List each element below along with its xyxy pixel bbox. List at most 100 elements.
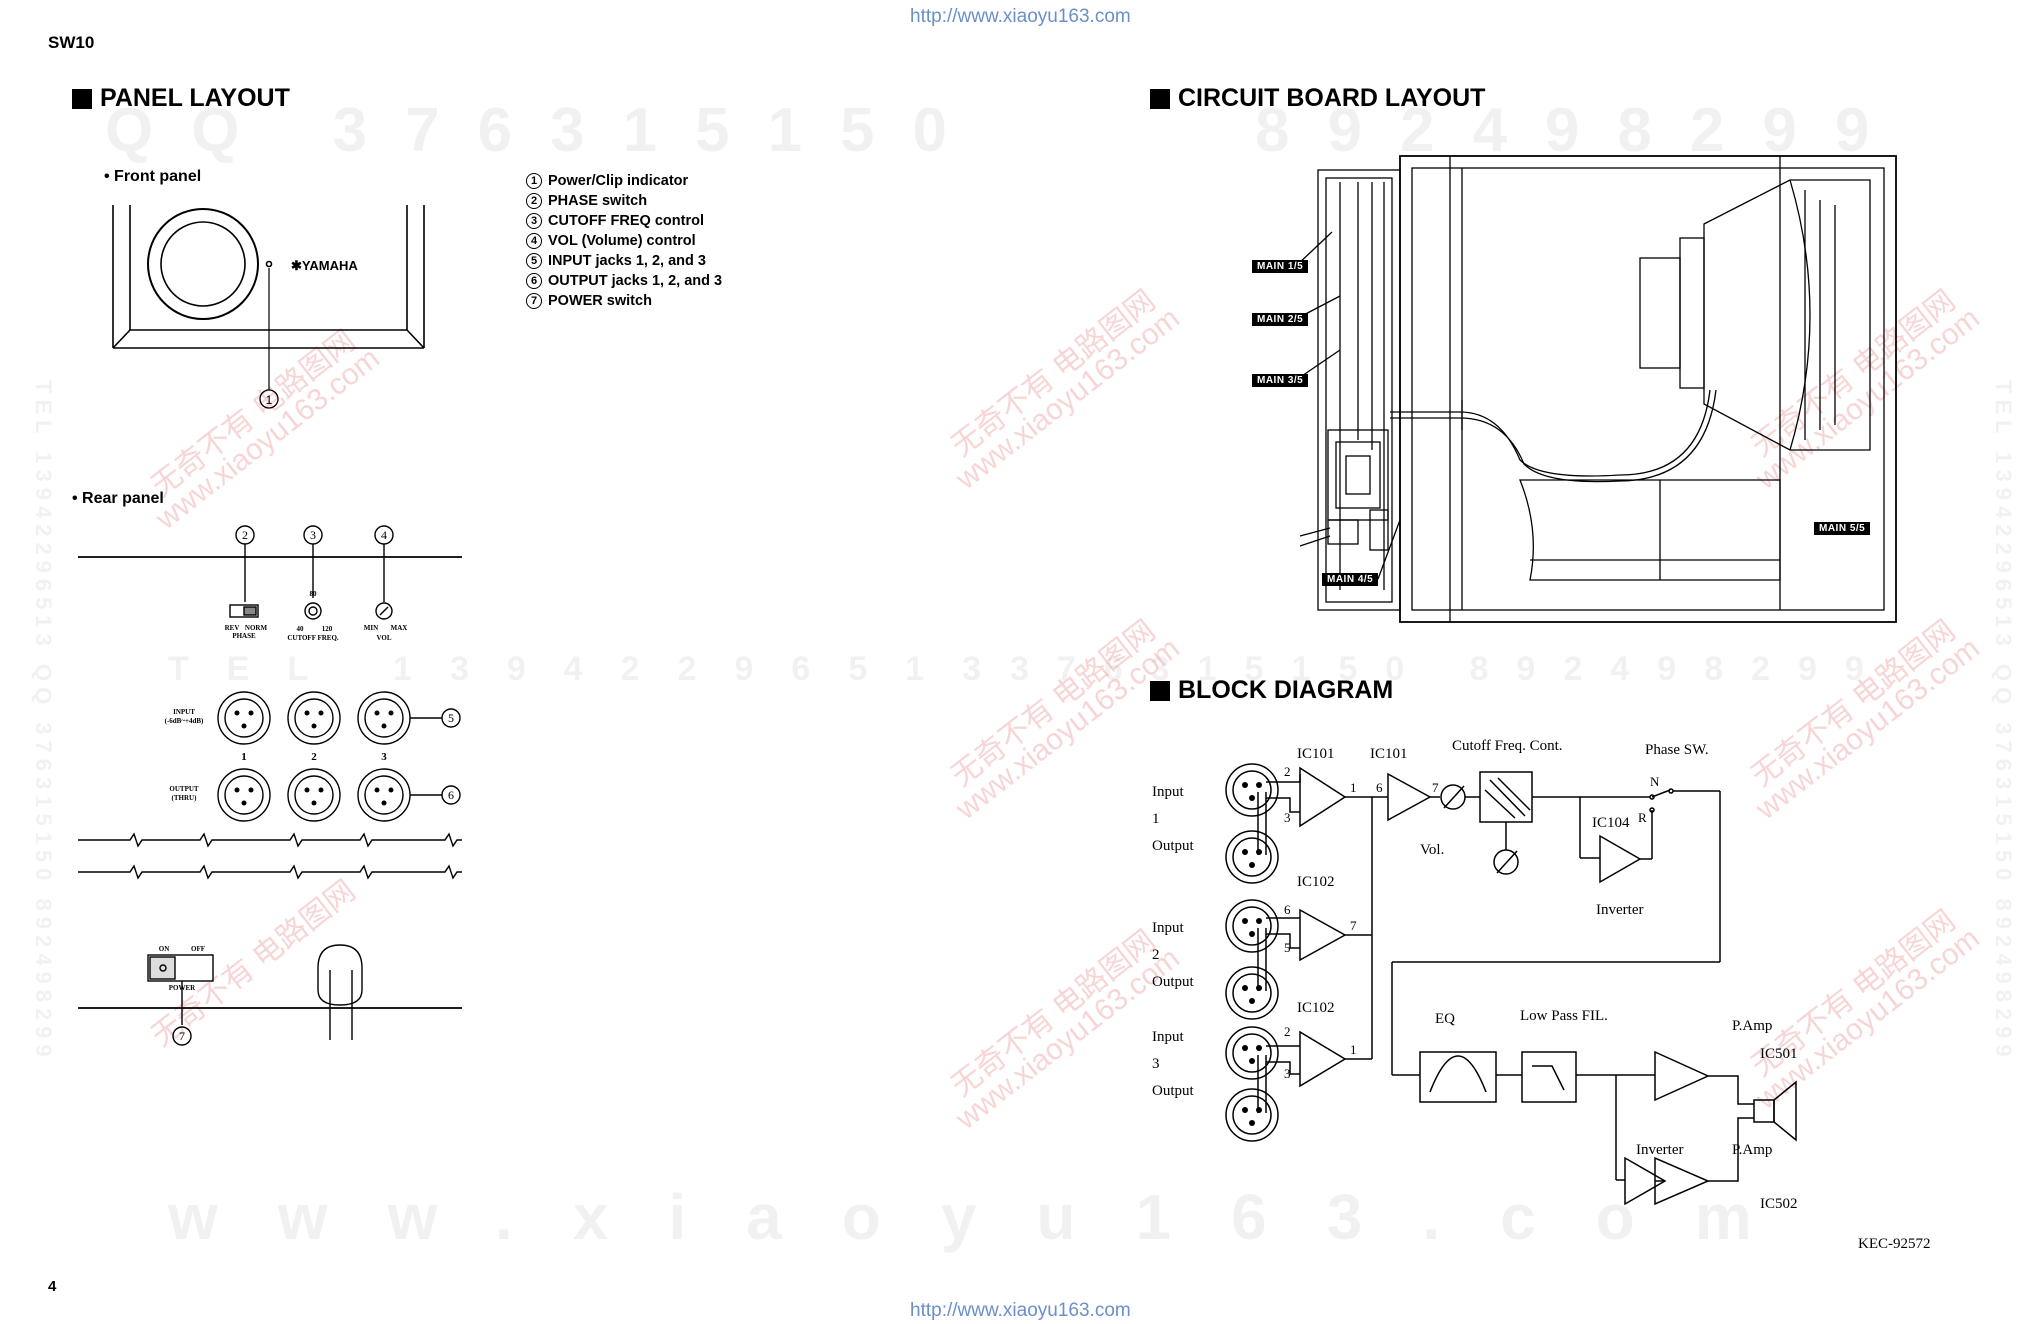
input-1-label: Input (1152, 784, 1184, 800)
board-tag-main-1: MAIN 1/5 (1252, 260, 1309, 273)
input-label: INPUT (173, 708, 195, 716)
output-thru-label: (THRU) (172, 794, 198, 802)
power-on-label: ON (159, 945, 170, 953)
pamp-label-b: P.Amp (1732, 1142, 1772, 1158)
catalog-code: KEC-92572 (1858, 1236, 1931, 1252)
jack-number: 2 (311, 751, 317, 763)
freq-top-label: 80 (310, 590, 318, 598)
pin-label: 7 (1432, 780, 1439, 795)
block-diagram-title-text: BLOCK DIAGRAM (1178, 676, 1394, 704)
watermark-site: www.xiaoyu163.com (168, 1181, 1812, 1253)
vol-min-label: MIN (364, 624, 378, 632)
pamp-label-a: P.Amp (1732, 1018, 1772, 1034)
callout-2: 2 (242, 528, 248, 542)
input-range-label: (-6dB~+4dB) (165, 717, 204, 725)
legend-number: 6 (526, 273, 542, 289)
inverter-label-b: Inverter (1636, 1142, 1683, 1158)
legend-item: 7 POWER switch (526, 291, 722, 311)
channel-2-num: 2 (1152, 947, 1160, 963)
board-tag-main-4: MAIN 4/5 (1322, 573, 1379, 586)
legend-item: 3 CUTOFF FREQ control (526, 211, 722, 231)
legend-number: 3 (526, 213, 542, 229)
input-2-label: Input (1152, 920, 1184, 936)
phase-sw-label: Phase SW. (1645, 742, 1709, 758)
callout-3: 3 (310, 528, 316, 542)
front-panel-label: • Front panel (104, 168, 202, 185)
watermark-side-right: TEL 13942296513 QQ 376315150 892498299 (1991, 380, 2016, 1063)
board-tag-main-5: MAIN 5/5 (1814, 522, 1871, 535)
legend-number: 1 (526, 173, 542, 189)
output-3-label: Output (1152, 1083, 1195, 1099)
circuit-board-drawing (1295, 155, 1897, 623)
pin-label: 3 (1284, 1066, 1291, 1081)
circuit-board-title: CIRCUIT BOARD LAYOUT (1150, 84, 1485, 113)
ic102-label-a: IC102 (1297, 874, 1335, 890)
callout-6: 6 (448, 788, 454, 802)
watermark-qq-right: 892498299 (1255, 96, 1908, 165)
legend-item: 2 PHASE switch (526, 191, 722, 211)
legend-number: 5 (526, 253, 542, 269)
legend-text: VOL (Volume) control (548, 233, 696, 249)
phase-rev-label: REV (225, 624, 240, 632)
watermark-qq: QQ 376315150 (105, 96, 986, 165)
legend-text: PHASE switch (548, 193, 648, 209)
ic101-label-b: IC101 (1370, 746, 1408, 762)
legend-text: CUTOFF FREQ control (548, 213, 705, 229)
legend-text: POWER switch (548, 293, 652, 309)
block-diagram: Input 1 Output Input 2 Output Input 3 Ou… (1152, 738, 1798, 1210)
channel-1-num: 1 (1152, 811, 1160, 827)
legend-number: 2 (526, 193, 542, 209)
vol-label: Vol. (1420, 842, 1444, 858)
output-label: OUTPUT (169, 785, 199, 793)
pin-label: 5 (1284, 940, 1291, 955)
legend-number: 4 (526, 233, 542, 249)
output-2-label: Output (1152, 974, 1195, 990)
vol-max-label: MAX (391, 624, 408, 632)
lpf-label: Low Pass FIL. (1520, 1008, 1608, 1024)
ic101-label-a: IC101 (1297, 746, 1335, 762)
cutoff-label: Cutoff Freq. Cont. (1452, 738, 1563, 754)
section-bullet (72, 88, 92, 109)
section-bullet (1150, 680, 1170, 701)
inverter-label-a: Inverter (1596, 902, 1643, 918)
jack-number: 3 (381, 751, 387, 763)
pin-label: 6 (1376, 780, 1383, 795)
ic102-label-b: IC102 (1297, 1000, 1335, 1016)
callout-7: 7 (179, 1029, 185, 1043)
freq-high-label: 120 (322, 625, 333, 633)
section-bullet (1150, 88, 1170, 109)
front-panel-drawing (112, 205, 425, 409)
eq-label: EQ (1435, 1011, 1455, 1027)
board-tag-main-2: MAIN 2/5 (1252, 313, 1309, 326)
panel-layout-title-text: PANEL LAYOUT (100, 84, 290, 112)
block-diagram-title: BLOCK DIAGRAM (1150, 676, 1393, 705)
pin-label: 1 (1350, 1042, 1357, 1057)
pin-label: 2 (1284, 1024, 1291, 1039)
bottom-url-link[interactable]: http://www.xiaoyu163.com (910, 1300, 1131, 1321)
input-3-label: Input (1152, 1029, 1184, 1045)
legend-item: 4 VOL (Volume) control (526, 231, 722, 251)
jack-number: 1 (241, 751, 247, 763)
phase-label: PHASE (232, 632, 256, 640)
phase-pin-r: R (1638, 810, 1647, 825)
top-url-link[interactable]: http://www.xiaoyu163.com (910, 6, 1131, 27)
callout-1: 1 (266, 393, 273, 407)
output-1-label: Output (1152, 838, 1195, 854)
jack-pins (234, 710, 394, 806)
pin-label: 3 (1284, 810, 1291, 825)
ic502-label: IC502 (1760, 1196, 1798, 1210)
pin-label: 1 (1350, 780, 1357, 795)
phase-pin-n: N (1650, 774, 1660, 789)
pin-label: 2 (1284, 764, 1291, 779)
rear-panel-drawing (78, 525, 462, 1046)
ic104-label: IC104 (1592, 815, 1630, 831)
callout-5: 5 (448, 711, 454, 725)
legend-number: 7 (526, 293, 542, 309)
panel-layout-title: PANEL LAYOUT (72, 84, 290, 113)
phase-norm-label: NORM (245, 624, 268, 632)
pin-label: 6 (1284, 902, 1291, 917)
legend-text: OUTPUT jacks 1, 2, and 3 (548, 273, 723, 289)
pin-label: 7 (1350, 918, 1357, 933)
